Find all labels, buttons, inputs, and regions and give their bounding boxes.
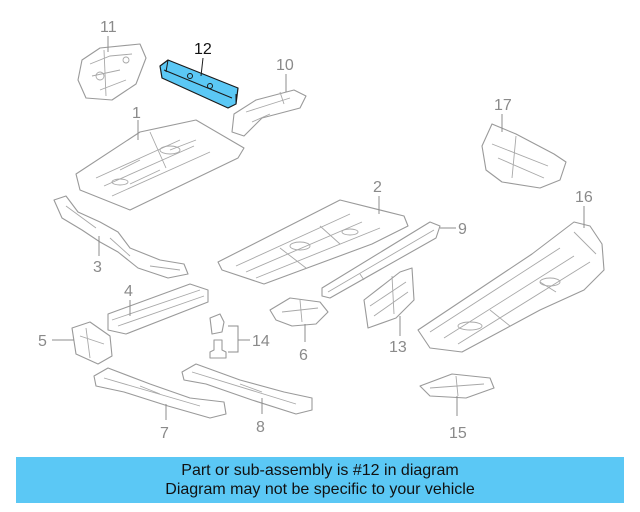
part-3[interactable] xyxy=(53,195,189,279)
part-6[interactable] xyxy=(269,297,329,327)
callout-4: 4 xyxy=(124,283,133,300)
leader-12 xyxy=(200,57,204,77)
callout-14: 14 xyxy=(252,333,270,350)
callout-11: 11 xyxy=(100,19,117,36)
callout-9: 9 xyxy=(458,221,467,238)
callout-6: 6 xyxy=(299,347,308,364)
part-10[interactable] xyxy=(231,89,307,137)
callout-12: 12 xyxy=(194,41,212,58)
part-17[interactable] xyxy=(481,123,567,189)
part-1[interactable] xyxy=(75,119,245,211)
part-2[interactable] xyxy=(217,199,409,285)
callout-5: 5 xyxy=(38,333,47,350)
leader-14 xyxy=(228,325,250,353)
callout-10: 10 xyxy=(276,57,294,74)
banner-line-2: Diagram may not be specific to your vehi… xyxy=(165,481,475,498)
callout-13: 13 xyxy=(389,339,407,356)
callout-1: 1 xyxy=(132,105,141,122)
part-16[interactable] xyxy=(417,221,605,353)
banner-line-1: Part or sub-assembly is #12 in diagram xyxy=(181,462,459,479)
part-11[interactable] xyxy=(77,43,147,101)
part-13[interactable] xyxy=(363,267,415,329)
callout-16: 16 xyxy=(575,189,593,206)
part-14-bolts[interactable] xyxy=(209,313,227,359)
info-banner: Part or sub-assembly is #12 in diagram D… xyxy=(16,457,624,503)
parts-diagram: 11 12 10 1 3 4 5 xyxy=(38,19,605,442)
callout-3: 3 xyxy=(93,259,102,276)
callout-2: 2 xyxy=(373,179,382,196)
callout-15: 15 xyxy=(449,425,467,442)
part-4[interactable] xyxy=(107,283,209,335)
part-15[interactable] xyxy=(419,373,495,399)
part-7[interactable] xyxy=(93,367,227,419)
part-5[interactable] xyxy=(71,321,113,365)
callout-8: 8 xyxy=(256,419,265,436)
callout-7: 7 xyxy=(160,425,169,442)
part-8[interactable] xyxy=(181,363,313,415)
part-9[interactable] xyxy=(321,221,441,299)
part-12-highlighted[interactable] xyxy=(159,59,239,109)
callout-17: 17 xyxy=(494,97,512,114)
